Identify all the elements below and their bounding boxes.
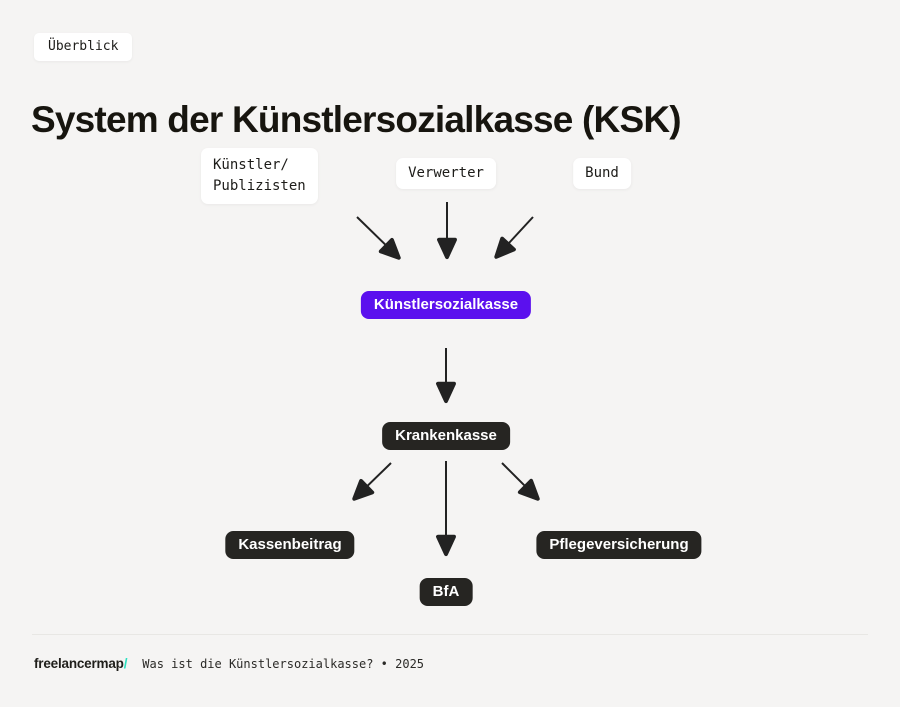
arrow-bund-to-ksk — [494, 216, 534, 259]
logo-slash: / — [123, 656, 128, 671]
node-kuenstlersozialkasse: Künstlersozialkasse — [360, 291, 532, 319]
node-pflegeversicherung: Pflegeversicherung — [536, 531, 702, 559]
page-title: System der Künstlersozialkasse (KSK) — [31, 98, 682, 140]
freelancermap-logo: freelancermap/ — [34, 656, 127, 671]
footer: freelancermap/ Was ist die Künstlersozia… — [34, 656, 424, 671]
overview-badge: Überblick — [34, 33, 133, 61]
arrow-krankenkasse-to-kassenbeitrag — [352, 462, 392, 501]
footer-caption: Was ist die Künstlersozialkasse? • 2025 — [142, 657, 425, 671]
node-kuenstler-publizisten: Künstler/ Publizisten — [201, 148, 318, 204]
node-kassenbeitrag: Kassenbeitrag — [225, 531, 355, 559]
node-bfa: BfA — [419, 578, 473, 606]
footer-divider — [32, 634, 868, 635]
node-bund: Bund — [573, 158, 631, 189]
arrow-kuenstler-to-ksk — [356, 216, 401, 260]
node-verwerter: Verwerter — [396, 158, 496, 189]
logo-text: freelancermap — [34, 656, 124, 671]
node-krankenkasse: Krankenkasse — [382, 422, 510, 450]
arrow-krankenkasse-to-pflege — [501, 462, 540, 501]
